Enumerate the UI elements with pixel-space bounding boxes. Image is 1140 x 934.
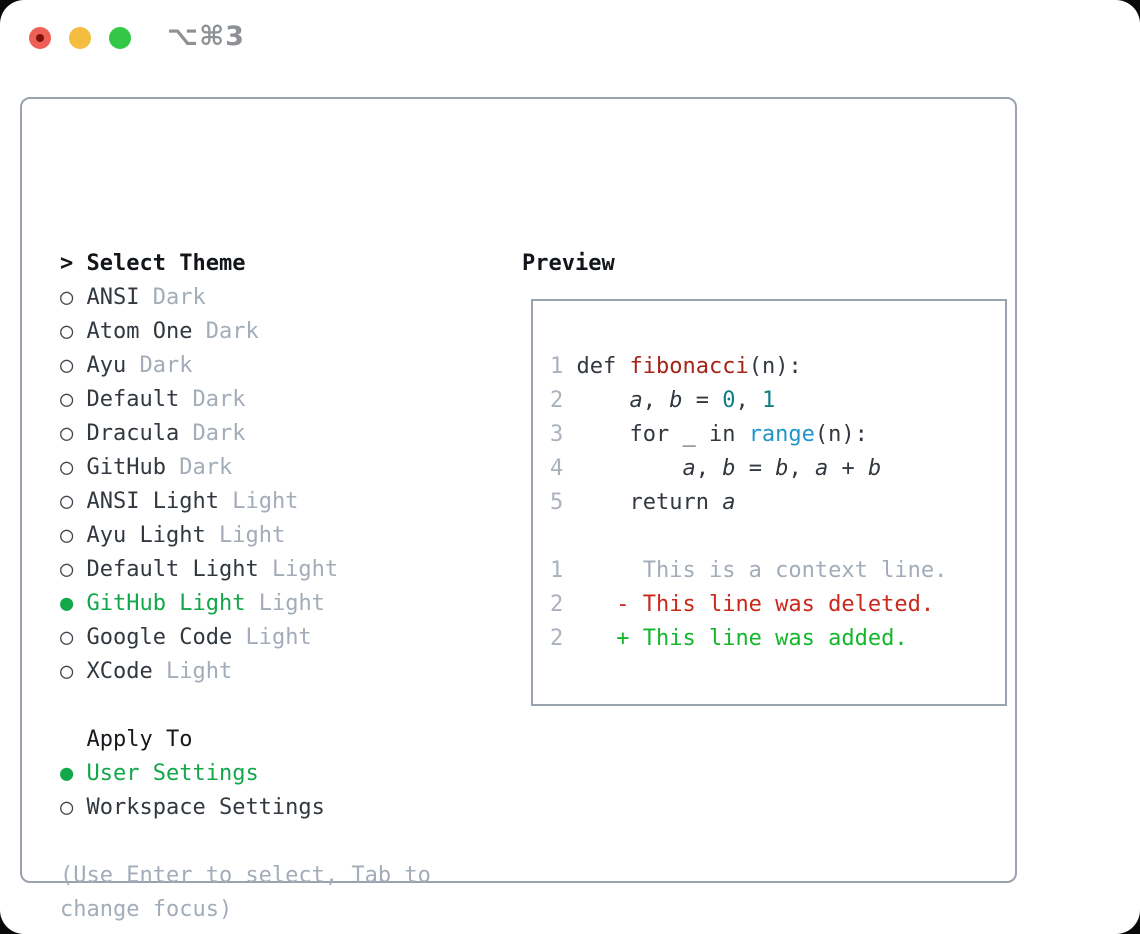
theme-item-google-code[interactable]: ○ Google Code Light [60, 621, 431, 655]
theme-item-label: ANSI [86, 285, 140, 310]
theme-item-ayu[interactable]: ○ Ayu Dark [60, 349, 431, 383]
theme-item-github-light[interactable]: ● GitHub Light Light [60, 587, 431, 621]
variant-badge: Dark [152, 285, 206, 310]
line-number: 2 [550, 592, 577, 617]
variant-badge: Dark [179, 455, 233, 480]
theme-item-ansi[interactable]: ○ ANSI Dark [60, 281, 431, 315]
code-line: 2 - This line was deleted. [550, 592, 935, 617]
line-number: 2 [550, 626, 577, 651]
variant-badge: Dark [139, 353, 193, 378]
theme-item-label: Ayu [86, 353, 127, 378]
variant-badge: Light [271, 557, 339, 582]
theme-item-dracula[interactable]: ○ Dracula Dark [60, 417, 431, 451]
apply-option-label: Workspace Settings [86, 795, 325, 820]
hint-text: (Use Enter to select, Tab to [60, 863, 431, 888]
code-line: 1 This is a context line. [550, 558, 948, 583]
cursor-icon: > [60, 251, 74, 276]
line-number: 4 [550, 456, 577, 481]
variant-badge: Light [245, 625, 312, 650]
theme-item-atom-one[interactable]: ○ Atom One Dark [60, 315, 431, 349]
apply-option-workspace-settings[interactable]: ○ Workspace Settings [60, 791, 431, 825]
theme-item-label: GitHub Light [86, 591, 246, 616]
radio-icon: ○ [60, 285, 74, 310]
line-number: 1 [550, 558, 577, 583]
radio-icon: ○ [60, 387, 74, 412]
hint-text: change focus) [60, 897, 233, 922]
spacer [60, 689, 431, 723]
variant-badge: Light [258, 591, 325, 616]
zoom-button[interactable] [109, 27, 131, 49]
theme-item-label: Default [86, 387, 180, 412]
variant-badge: Dark [192, 421, 246, 446]
radio-selected-icon: ● [60, 591, 74, 616]
theme-item-label: Dracula [86, 421, 180, 446]
window-title: ⌥⌘3 [167, 21, 245, 52]
radio-icon: ○ [60, 455, 74, 480]
theme-item-label: Atom One [86, 319, 193, 344]
variant-badge: Dark [192, 387, 246, 412]
theme-item-label: XCode [86, 659, 153, 684]
code-line: 2 a, b = 0, 1 [550, 388, 776, 413]
theme-selector-panel: > Select Theme ○ ANSI Dark○ Atom One Dar… [20, 97, 1017, 922]
theme-picker-column: > Select Theme ○ ANSI Dark○ Atom One Dar… [60, 247, 431, 927]
minimize-button[interactable] [69, 27, 91, 49]
radio-icon: ○ [60, 523, 74, 548]
theme-item-ansi-light[interactable]: ○ ANSI Light Light [60, 485, 431, 519]
radio-icon: ○ [60, 659, 74, 684]
radio-icon: ○ [60, 421, 74, 446]
radio-icon: ○ [60, 489, 74, 514]
variant-badge: Dark [205, 319, 259, 344]
line-number: 2 [550, 388, 577, 413]
code-line: 1 def fibonacci(n): [550, 354, 802, 379]
preview-box: 1 def fibonacci(n): 2 a, b = 0, 1 3 for _ … [531, 299, 1007, 706]
theme-item-default[interactable]: ○ Default Dark [60, 383, 431, 417]
spacer [60, 825, 431, 859]
radio-icon: ○ [60, 795, 74, 820]
theme-item-label: Default Light [86, 557, 259, 582]
radio-icon: ○ [60, 557, 74, 582]
code-line: 4 a, b = b, a + b [550, 456, 882, 481]
theme-item-label: Ayu Light [86, 523, 206, 548]
line-number: 1 [550, 354, 577, 379]
line-number: 5 [550, 490, 577, 515]
select-theme-label: Select Theme [86, 251, 246, 276]
theme-item-label: ANSI Light [86, 489, 219, 514]
theme-item-default-light[interactable]: ○ Default Light Light [60, 553, 431, 587]
apply-option-user-settings[interactable]: ● User Settings [60, 757, 431, 791]
select-theme-header: > Select Theme [60, 247, 431, 281]
variant-badge: Light [165, 659, 233, 684]
preview-header: Preview [522, 251, 615, 276]
radio-selected-icon: ● [60, 761, 74, 786]
radio-icon: ○ [60, 319, 74, 344]
variant-badge: Light [232, 489, 299, 514]
code-line: 5 return a [550, 490, 736, 515]
preview-code: 1 def fibonacci(n): 2 a, b = 0, 1 3 for _ … [550, 350, 1005, 656]
code-line: 2 + This line was added. [550, 626, 908, 651]
theme-item-label: Google Code [86, 625, 233, 650]
theme-item-github[interactable]: ○ GitHub Dark [60, 451, 431, 485]
close-dot-icon [36, 34, 44, 42]
code-line: 3 for _ in range(n): [550, 422, 868, 447]
apply-option-label: User Settings [86, 761, 259, 786]
theme-item-xcode[interactable]: ○ XCode Light [60, 655, 431, 689]
theme-item-label: GitHub [86, 455, 166, 480]
theme-item-ayu-light[interactable]: ○ Ayu Light Light [60, 519, 431, 553]
theme-list: ○ ANSI Dark○ Atom One Dark○ Ayu Dark○ De… [60, 281, 431, 689]
close-button[interactable] [29, 27, 51, 49]
apply-to-list: ● User Settings○ Workspace Settings [60, 757, 431, 825]
apply-to-label: Apply To [86, 727, 193, 752]
code-line [550, 520, 1005, 554]
variant-badge: Light [218, 523, 286, 548]
radio-icon: ○ [60, 353, 74, 378]
hint-block: (Use Enter to select, Tab to change focus… [60, 859, 431, 927]
radio-icon: ○ [60, 625, 74, 650]
titlebar: ⌥⌘3 [0, 0, 1140, 76]
line-number: 3 [550, 422, 577, 447]
